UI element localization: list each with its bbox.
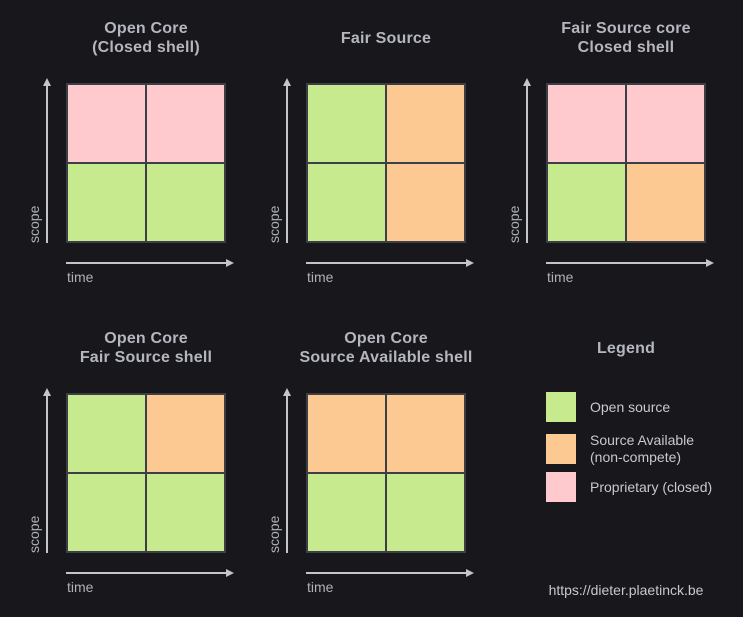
y-axis-label: scope [26,205,42,243]
quadrant-top-right [627,85,704,162]
x-axis-arrow [546,259,714,266]
x-axis-label: time [307,269,334,285]
footer-url: https://dieter.plaetinck.be [548,582,704,598]
y-axis-arrow [283,388,290,553]
quadrant-bottom-left [68,474,145,551]
quadrant-bottom-right [387,474,464,551]
legend-title-text: Legend [596,339,656,357]
proprietary-swatch [546,472,576,502]
y-axis-arrow [43,388,50,553]
quadrant-top-right [387,85,464,162]
chart-title: Open Core (Closed shell) [26,10,266,66]
chart-title: Open Core Fair Source shell [26,320,266,376]
legend-title: Legend [506,320,743,376]
quadrant-top-left [308,395,385,472]
chart-title-line1: Fair Source core [561,20,691,37]
quadrant-grid [306,393,466,553]
quadrant-bottom-right [147,164,224,241]
quadrant-top-left [68,395,145,472]
quadrant-grid [306,83,466,243]
chart-title: Fair Source [266,10,506,66]
legend-item-open-source: Open source [546,392,670,422]
quadrant-top-left [548,85,625,162]
chart-title-line2: Fair Source shell [79,349,213,366]
legend-label-line1: Proprietary (closed) [590,478,713,495]
quadrant-bottom-left [68,164,145,241]
chart-title: Open Core Source Available shell [266,320,506,376]
quadrant-top-left [68,85,145,162]
y-axis-label: scope [26,515,42,553]
quadrant-bottom-right [147,474,224,551]
chart-title-line2: Closed shell [577,39,675,56]
legend-item-label: Proprietary (closed) [590,479,712,496]
quadrant-bottom-left [308,164,385,241]
y-axis-arrow [283,78,290,243]
chart-title-line2: (Closed shell) [92,39,200,56]
legend: Legend Open source Source Available (non… [506,310,743,617]
x-axis-label: time [67,579,94,595]
x-axis-label: time [67,269,94,285]
y-axis-arrow [523,78,530,243]
quadrant-top-right [147,85,224,162]
legend-item-label: Source Available (non-compete) [590,432,694,466]
x-axis-arrow [306,569,474,576]
chart-title: Fair Source core Closed shell [506,10,743,66]
y-axis-label: scope [266,205,282,243]
chart-open-core-closed-shell: Open Core (Closed shell) scope time [26,0,266,300]
quadrant-top-right [387,395,464,472]
legend-label-line1: Open source [590,398,671,415]
x-axis-label: time [547,269,574,285]
y-axis-label: scope [506,205,522,243]
legend-item-source-available: Source Available (non-compete) [546,432,694,466]
quadrant-bottom-right [387,164,464,241]
quadrant-bottom-left [548,164,625,241]
chart-title-line2: Source Available shell [299,349,473,366]
quadrant-top-left [308,85,385,162]
quadrant-grid [66,393,226,553]
quadrant-grid [546,83,706,243]
y-axis-label: scope [266,515,282,553]
x-axis-arrow [66,259,234,266]
chart-title-line1: Open Core [104,20,188,37]
chart-title-line1: Open Core [344,330,428,347]
legend-item-proprietary: Proprietary (closed) [546,472,712,502]
legend-label-line1: Source Available [590,432,695,448]
chart-title-line1: Fair Source [340,29,432,47]
chart-title-line1: Open Core [104,330,188,347]
chart-fair-source: Fair Source scope time [266,0,506,300]
quadrant-bottom-left [308,474,385,551]
source-available-swatch [546,434,576,464]
x-axis-label: time [307,579,334,595]
chart-open-core-fair-source-shell: Open Core Fair Source shell scope time [26,310,266,617]
quadrant-top-right [147,395,224,472]
chart-fair-source-core-closed-shell: Fair Source core Closed shell scope time [506,0,743,300]
legend-item-label: Open source [590,399,670,416]
y-axis-arrow [43,78,50,243]
legend-label-line2: (non-compete) [590,449,682,465]
quadrant-bottom-right [627,164,704,241]
quadrant-grid [66,83,226,243]
x-axis-arrow [306,259,474,266]
open-source-swatch [546,392,576,422]
chart-open-core-source-available-shell: Open Core Source Available shell scope t… [266,310,506,617]
x-axis-arrow [66,569,234,576]
